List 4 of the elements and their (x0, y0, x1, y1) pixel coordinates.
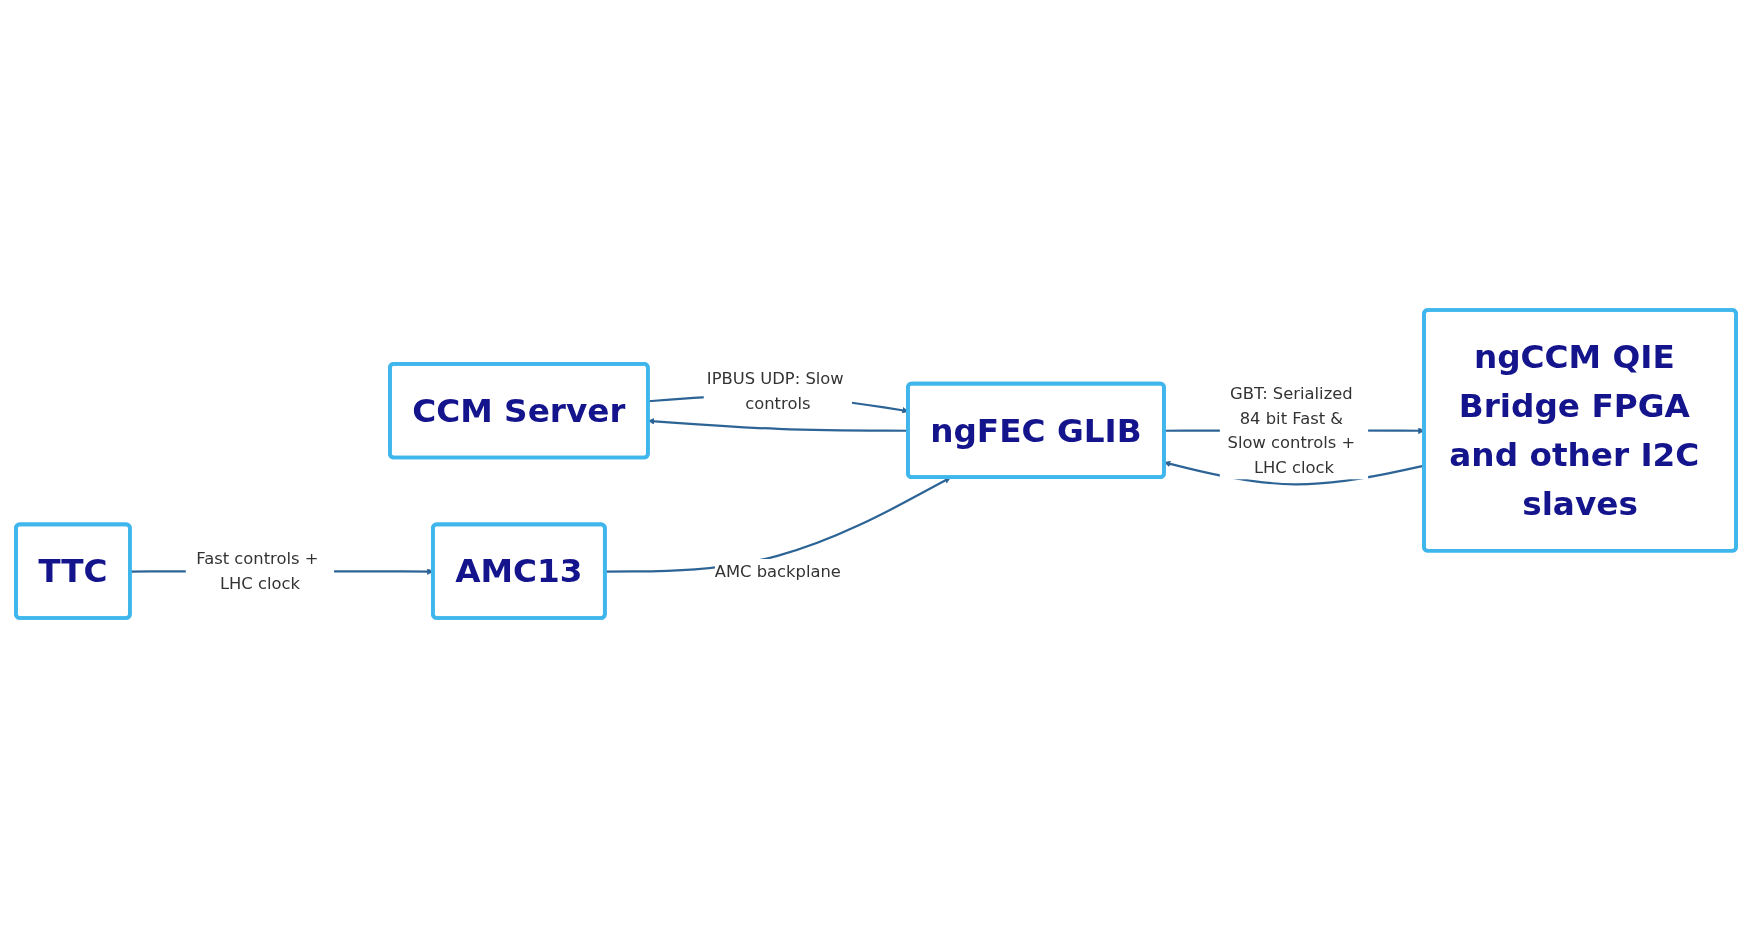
edge-label: AMC backplane (714, 561, 841, 581)
edge-label: IPBUS UDP: Slow controls (706, 369, 844, 413)
edge-label: GBT: Serialized 84 bit Fast & Slow controls + LHC clock (1227, 384, 1356, 477)
edge-label: Fast controls + LHC clock (196, 549, 319, 593)
